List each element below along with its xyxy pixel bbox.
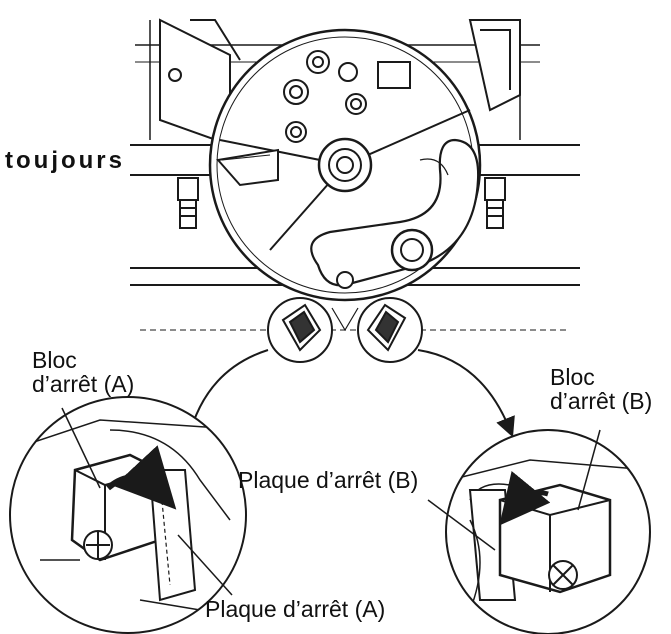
label-bloc-b: Bloc d’arrêt (B) xyxy=(550,365,652,413)
leader-bloc-b xyxy=(577,429,601,511)
leader-plaque-b xyxy=(427,499,496,551)
label-bloc-a-line1: Bloc xyxy=(32,347,77,373)
label-bloc-a: Bloc d’arrêt (A) xyxy=(32,348,134,396)
label-bloc-b-line2: d’arrêt (B) xyxy=(550,388,653,415)
zoom-circle-b xyxy=(445,429,651,634)
label-bloc-a-line2: d’arrêt (A) xyxy=(32,371,135,398)
label-toujours: toujours xyxy=(5,147,125,174)
pointer-arrows xyxy=(181,349,515,448)
arrow-right xyxy=(417,349,515,438)
leader-plaque-a xyxy=(177,534,233,596)
leader-lines xyxy=(61,407,601,596)
zoom-circle-a xyxy=(9,396,247,634)
label-plaque-a: Plaque d’arrêt (A) xyxy=(205,596,386,622)
label-bloc-b-line1: Bloc xyxy=(550,364,595,390)
main-mechanism xyxy=(130,18,580,363)
leader-bloc-a xyxy=(61,407,101,489)
label-plaque-b: Plaque d’arrêt (B) xyxy=(238,467,419,493)
